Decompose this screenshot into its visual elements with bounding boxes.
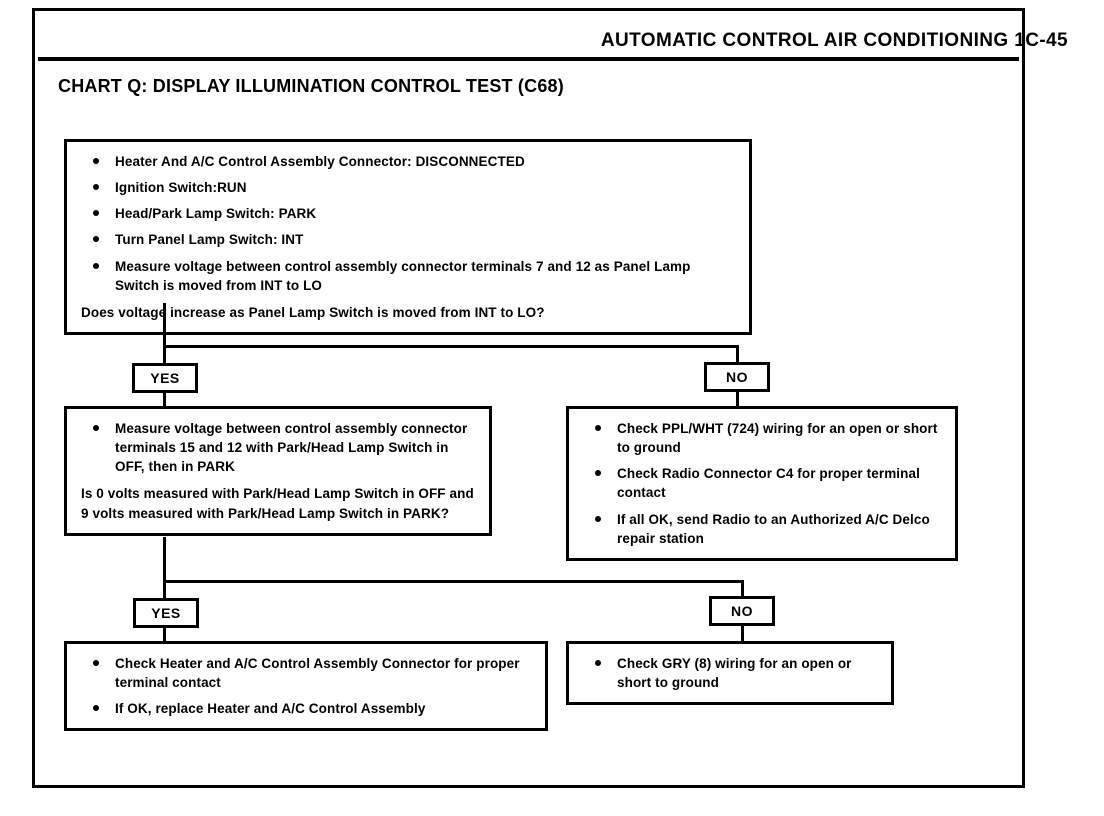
decision-tag-no-2[interactable]: NO [709,596,775,626]
bullet-text: Check PPL/WHT (724) wiring for an open o… [617,421,938,456]
bullet-dot-icon [595,470,601,477]
list-item: Check GRY (8) wiring for an open or shor… [583,654,879,692]
bullet-list-left-2: Check Heater and A/C Control Assembly Co… [81,654,533,718]
flow-box-top-conditions: Heater And A/C Control Assembly Connecto… [64,139,752,336]
decision-tag-no-1[interactable]: NO [704,362,770,392]
bullet-dot-icon [595,660,601,666]
bullet-list-right-2: Check GRY (8) wiring for an open or shor… [583,654,879,692]
bullet-list-left-1: Measure voltage between control assembly… [81,419,477,476]
page-border-frame [32,8,1025,788]
list-item: Check Radio Connector C4 for proper term… [583,464,943,502]
connector-line-no-1-to-box [736,392,739,407]
bullet-list-right-1: Check PPL/WHT (724) wiring for an open o… [583,419,943,548]
list-item: Turn Panel Lamp Switch: INT [81,230,737,249]
bullet-text: Turn Panel Lamp Switch: INT [115,232,304,248]
bullet-text: Check Radio Connector C4 for proper term… [617,466,920,501]
flow-box-bottom-left-actions: Check Heater and A/C Control Assembly Co… [64,641,548,732]
bullet-dot-icon [93,236,99,243]
connector-line-yes-1-to-box [163,393,166,407]
list-item: Measure voltage between control assembly… [81,257,737,295]
bullet-text: Head/Park Lamp Switch: PARK [115,206,317,222]
bullet-dot-icon [93,184,99,191]
flow-box-left-measure-voltage: Measure voltage between control assembly… [64,406,492,536]
bullet-dot-icon [93,262,99,269]
decision-question-top: Does voltage increase as Panel Lamp Swit… [81,304,545,320]
list-item: If OK, replace Heater and A/C Control As… [81,699,533,718]
running-header-title: AUTOMATIC CONTROL AIR CONDITIONING 1C-45 [600,30,1068,51]
connector-line-top-branch [163,345,739,348]
list-item: Heater And A/C Control Assembly Connecto… [81,152,737,171]
bullet-dot-icon [595,515,601,522]
bullet-text: If all OK, send Radio to an Authorized A… [617,511,930,546]
bullet-dot-icon [93,705,99,712]
flow-box-right-check-wiring: Check PPL/WHT (724) wiring for an open o… [566,406,958,561]
bullet-text: Ignition Switch:RUN [115,180,247,196]
list-item: Check Heater and A/C Control Assembly Co… [81,654,533,692]
connector-line-no-2-to-box [741,626,744,642]
bullet-text: Check Heater and A/C Control Assembly Co… [115,656,520,691]
list-item: Head/Park Lamp Switch: PARK [81,204,737,223]
bullet-text: If OK, replace Heater and A/C Control As… [115,701,426,717]
decision-question-left-1: Is 0 volts measured with Park/Head Lamp … [81,486,474,521]
bullet-dot-icon [93,425,99,431]
list-item: Measure voltage between control assembly… [81,419,477,476]
connector-line-to-no-1 [736,345,739,363]
bullet-dot-icon [595,425,601,431]
connector-line-to-no-2 [741,580,744,597]
bullet-text: Check GRY (8) wiring for an open or shor… [617,656,852,691]
bullet-dot-icon [93,210,99,217]
bullet-dot-icon [93,158,99,164]
connector-line-yes-2-to-box [163,628,166,642]
list-item: Check PPL/WHT (724) wiring for an open o… [583,419,943,457]
connector-line-left-1-stem [163,537,166,599]
list-item: Ignition Switch:RUN [81,178,737,197]
decision-tag-yes-1[interactable]: YES [132,363,198,393]
header-rule-divider [38,57,1019,61]
connector-line-top-stem [163,303,166,363]
flow-box-bottom-right-actions: Check GRY (8) wiring for an open or shor… [566,641,894,706]
decision-tag-yes-2[interactable]: YES [133,598,199,628]
bullet-list-top: Heater And A/C Control Assembly Connecto… [81,152,737,295]
bullet-text: Measure voltage between control assembly… [115,421,468,475]
list-item: If all OK, send Radio to an Authorized A… [583,510,943,548]
bullet-text: Heater And A/C Control Assembly Connecto… [115,154,525,169]
connector-line-second-branch [163,580,744,583]
bullet-dot-icon [93,660,99,666]
bullet-text: Measure voltage between control assembly… [115,258,691,293]
chart-title: CHART Q: DISPLAY ILLUMINATION CONTROL TE… [58,76,564,96]
